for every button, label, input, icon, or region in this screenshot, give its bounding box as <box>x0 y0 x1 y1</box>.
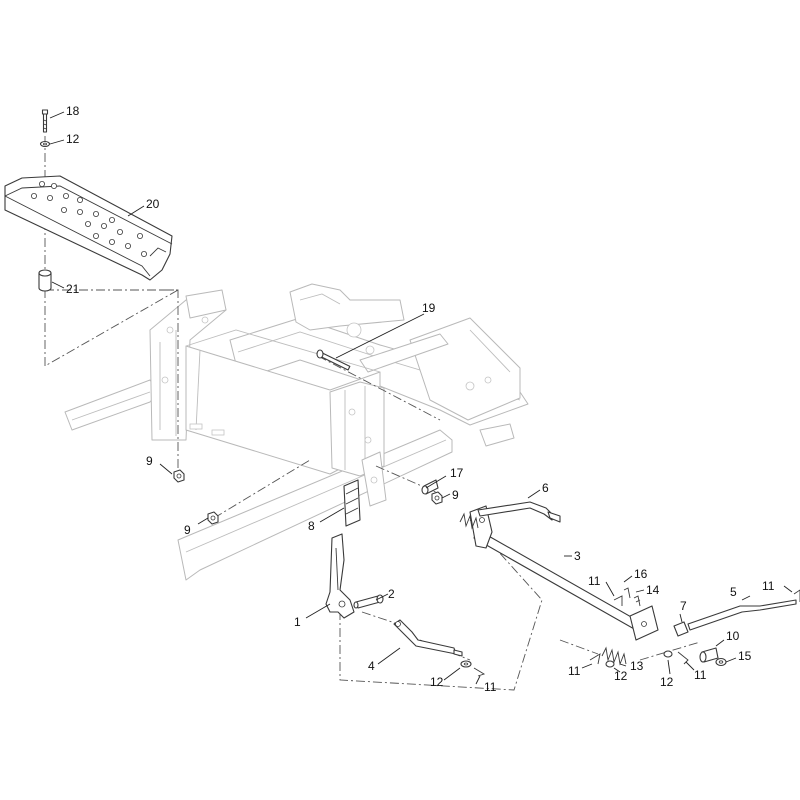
part-10-bushing[interactable] <box>699 647 719 663</box>
callout-5: 5 <box>730 585 737 599</box>
part-11-hairpin-d[interactable] <box>793 589 800 602</box>
part-20-step-plate[interactable] <box>4 175 173 281</box>
part-3-cross-shaft[interactable] <box>469 505 659 641</box>
callout-11-rod: 11 <box>484 680 497 694</box>
part-18-bolt[interactable] <box>41 109 49 133</box>
part-15-washer[interactable] <box>715 657 727 667</box>
part-5-right-rod[interactable] <box>687 599 797 631</box>
callout-9-lower: 9 <box>184 523 191 537</box>
part-11-hairpin-c[interactable] <box>613 595 623 606</box>
callout-labels: 18 12 20 21 19 9 17 9 6 9 8 3 11 16 14 1… <box>66 104 775 694</box>
part-12-washer-rod[interactable] <box>460 660 472 668</box>
part-12-washer-b[interactable] <box>605 660 615 668</box>
part-12-washer-c[interactable] <box>663 650 673 658</box>
spring-upper <box>459 512 479 530</box>
callout-11-far-right: 11 <box>762 579 775 593</box>
callout-7: 7 <box>680 599 687 613</box>
callout-12-lower: 12 <box>614 669 628 683</box>
callout-12-top: 12 <box>66 132 80 146</box>
callout-12-right: 12 <box>660 675 674 689</box>
callout-14: 14 <box>646 583 660 597</box>
plate-holes <box>30 180 147 257</box>
part-9-nut-left[interactable] <box>173 469 185 483</box>
part-13-spring[interactable] <box>601 646 627 666</box>
callout-4: 4 <box>368 659 375 673</box>
callout-1: 1 <box>294 615 301 629</box>
part-4-linkage-rod[interactable] <box>393 619 463 657</box>
part-16-pin[interactable] <box>623 587 631 599</box>
callout-2: 2 <box>388 587 395 601</box>
leader-lines <box>49 111 793 685</box>
callout-21: 21 <box>66 282 80 296</box>
part-7-bracket[interactable] <box>673 621 689 637</box>
part-14-pin[interactable] <box>633 595 641 607</box>
callout-15: 15 <box>738 649 752 663</box>
callout-11-upper: 11 <box>588 574 601 588</box>
callout-20: 20 <box>146 197 160 211</box>
callout-11-lower-right: 11 <box>694 668 707 682</box>
part-21-spacer[interactable] <box>38 269 52 292</box>
part-9-nut-lower[interactable] <box>207 511 219 525</box>
part-12-washer-top[interactable] <box>39 140 51 148</box>
callout-9-right: 9 <box>452 488 459 502</box>
callout-3: 3 <box>574 549 581 563</box>
callout-9-left: 9 <box>146 454 153 468</box>
part-11-hairpin-b[interactable] <box>677 651 689 665</box>
callout-17: 17 <box>450 466 464 480</box>
callout-19: 19 <box>422 301 436 315</box>
part-11-hairpin-rod[interactable] <box>473 667 486 677</box>
callout-10: 10 <box>726 629 740 643</box>
part-9-nut-right[interactable] <box>431 491 443 505</box>
part-8-pedal-cover[interactable] <box>343 479 361 527</box>
callout-13: 13 <box>630 659 644 673</box>
part-11-hairpin-a[interactable] <box>589 653 601 665</box>
mower-frame <box>64 283 529 581</box>
callout-18: 18 <box>66 104 80 118</box>
callout-6: 6 <box>542 481 549 495</box>
part-2-pin[interactable] <box>353 594 384 609</box>
callout-11-lower-left: 11 <box>568 664 581 678</box>
part-6-upper-rod[interactable] <box>459 501 561 530</box>
callout-12-rod: 12 <box>430 675 444 689</box>
callout-8: 8 <box>308 519 315 533</box>
part-1-pedal-arm[interactable] <box>325 533 355 619</box>
part-19-bolt[interactable] <box>316 349 351 371</box>
callout-16: 16 <box>634 567 648 581</box>
